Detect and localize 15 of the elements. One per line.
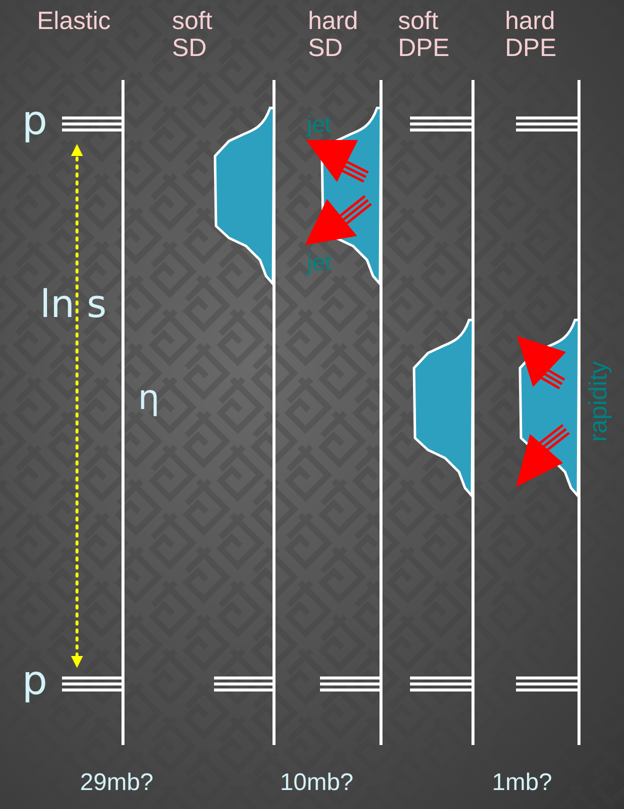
column-heading: Elastic <box>37 8 112 35</box>
column-heading: soft DPE <box>398 8 450 62</box>
rapidity-label: rapidity <box>586 360 612 444</box>
column-heading: soft SD <box>172 8 214 62</box>
cross-section-label: 10mb? <box>280 770 354 796</box>
log-s-label: ln s <box>40 284 108 326</box>
cross-section-label: 29mb? <box>80 770 154 796</box>
cross-section-label: 1mb? <box>492 770 554 796</box>
jet-label: jet <box>307 112 332 137</box>
column-heading: hard DPE <box>505 8 558 62</box>
proton-label: p <box>22 100 48 144</box>
jet-label: jet <box>307 250 332 275</box>
eta-label: η <box>138 380 161 417</box>
proton-label: p <box>22 660 48 704</box>
column-heading: hard SD <box>308 8 360 62</box>
